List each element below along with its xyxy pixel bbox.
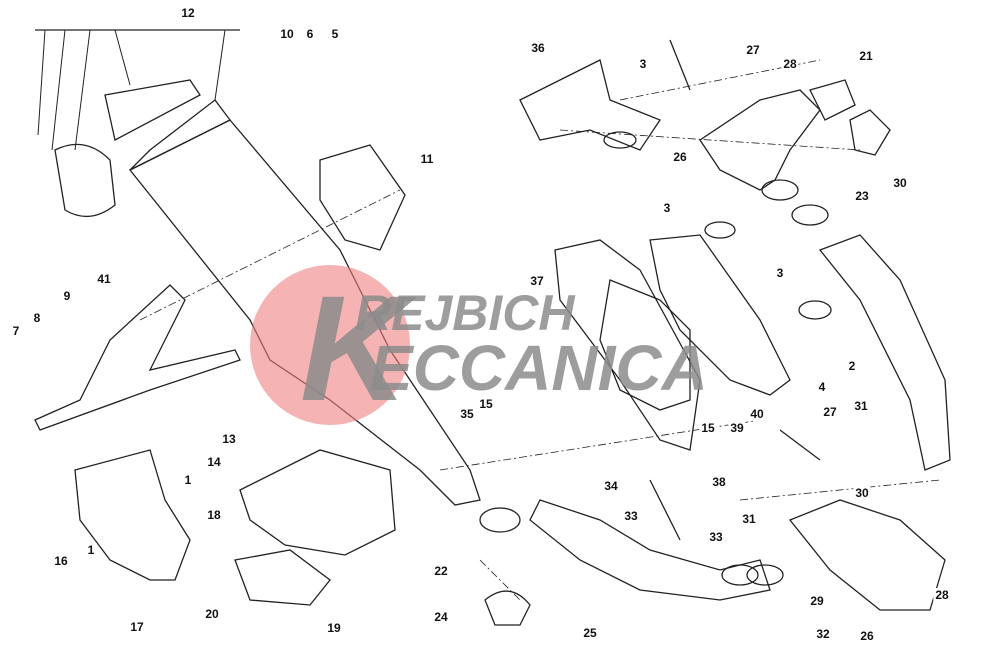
- part-number-label: 22: [432, 564, 450, 578]
- part-number-label: 16: [52, 554, 70, 568]
- part-number-label: 7: [10, 324, 22, 338]
- end-cap: [54, 143, 116, 217]
- part-number-label: 11: [418, 152, 436, 166]
- part-number-label: 3: [637, 57, 649, 71]
- end-cap-plate: [104, 79, 201, 141]
- part-number-label: 15: [477, 397, 495, 411]
- heat-shield-4: [649, 234, 791, 396]
- heat-shield-37: [599, 279, 691, 411]
- heat-shield-38: [554, 239, 701, 451]
- part-number-label: 5: [329, 27, 341, 41]
- part-number-label: 28: [933, 588, 951, 602]
- silencer: [128, 119, 481, 506]
- part-number-label: 8: [31, 311, 43, 325]
- part-number-label: 6: [304, 27, 316, 41]
- cover-24: [484, 590, 531, 626]
- part-number-label: 39: [728, 421, 746, 435]
- part-number-label: 17: [128, 620, 146, 634]
- part-number-label: 29: [808, 594, 826, 608]
- part-number-label: 10: [278, 27, 296, 41]
- part-number-label: 30: [853, 486, 871, 500]
- part-number-label: 3: [774, 266, 786, 280]
- part-number-label: 28: [781, 57, 799, 71]
- heat-guard: [74, 449, 191, 581]
- part-number-label: 26: [858, 629, 876, 643]
- part-number-label: 34: [602, 479, 620, 493]
- part-number-label: 9: [61, 289, 73, 303]
- rear-frame-bracket: [34, 284, 241, 431]
- part-number-label: 41: [95, 272, 113, 286]
- clamp-23: [761, 179, 799, 201]
- pipe-2: [818, 234, 951, 471]
- part-number-label: 33: [707, 530, 725, 544]
- gasket-30: [849, 109, 891, 156]
- pipe-upper: [699, 89, 821, 191]
- servo-motor: [234, 549, 331, 606]
- part-number-label: 1: [85, 543, 97, 557]
- part-number-label: 24: [432, 610, 450, 624]
- part-number-label: 2: [846, 359, 858, 373]
- part-number-label: 38: [710, 475, 728, 489]
- part-number-label: 31: [740, 512, 758, 526]
- part-number-label: 26: [671, 150, 689, 164]
- part-number-label: 15: [699, 421, 717, 435]
- part-number-label: 36: [529, 41, 547, 55]
- part-number-label: 1: [182, 473, 194, 487]
- part-number-label: 31: [852, 399, 870, 413]
- part-number-label: 35: [458, 407, 476, 421]
- part-number-label: 13: [220, 432, 238, 446]
- part-number-label: 3: [661, 201, 673, 215]
- heat-plate: [319, 144, 406, 251]
- part-number-label: 18: [205, 508, 223, 522]
- part-number-label: 27: [821, 405, 839, 419]
- clamp-22: [479, 507, 521, 533]
- part-number-label: 20: [203, 607, 221, 621]
- clamp-3: [603, 131, 637, 149]
- part-number-label: 30: [891, 176, 909, 190]
- part-number-label: 4: [816, 380, 828, 394]
- lambda-sensor-wires: [649, 39, 821, 541]
- part-number-label: 23: [853, 189, 871, 203]
- part-number-label: 32: [814, 627, 832, 641]
- part-number-label: 40: [748, 407, 766, 421]
- part-number-label: 37: [528, 274, 546, 288]
- part-number-label: 21: [857, 49, 875, 63]
- part-number-label: 33: [622, 509, 640, 523]
- flange-21: [809, 79, 856, 121]
- part-number-label: 14: [205, 455, 223, 469]
- part-number-label: 12: [179, 6, 197, 20]
- part-number-label: 25: [581, 626, 599, 640]
- pipe-29: [788, 499, 946, 611]
- part-number-label: 27: [744, 43, 762, 57]
- pipe-32: [529, 499, 771, 601]
- valve-control-unit: [239, 449, 396, 556]
- part-number-label: 19: [325, 621, 343, 635]
- heat-shield-36: [519, 59, 661, 151]
